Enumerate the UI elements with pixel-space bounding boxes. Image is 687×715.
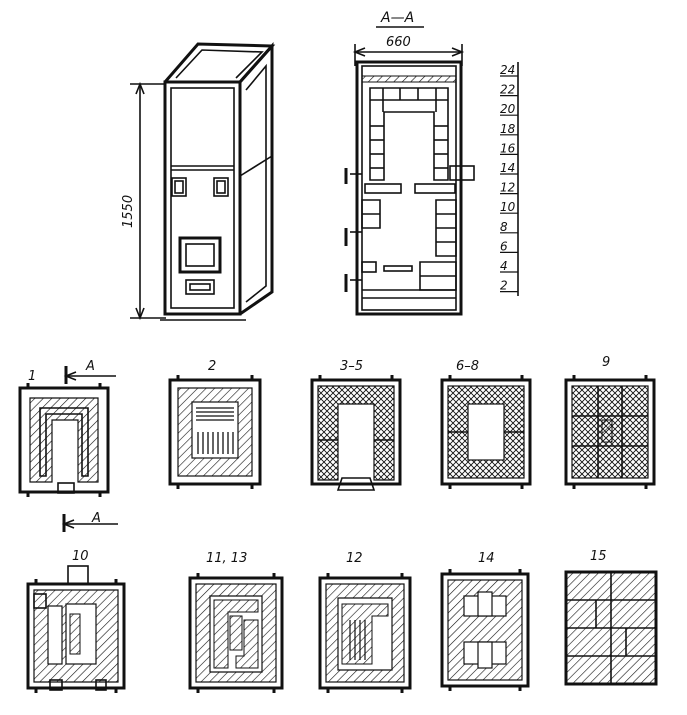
plan-14-label: 14	[478, 551, 495, 566]
row-tick-label: 16	[500, 141, 516, 155]
plan-15: 15	[564, 549, 658, 686]
stove-body	[160, 42, 276, 321]
plan-12: 12	[318, 551, 412, 693]
height-dimension: 1550	[121, 81, 166, 321]
plan-12-label: 12	[346, 551, 363, 566]
row-tick-label: 4	[500, 259, 508, 273]
row-tick-label: 18	[500, 122, 516, 136]
section-title: A—A	[380, 10, 414, 26]
plan-11-13: 11, 13	[188, 551, 284, 693]
plan-2-label: 2	[208, 359, 216, 374]
row-tick-label: 20	[500, 102, 516, 116]
upper-vent-left	[171, 177, 187, 197]
plan-9: 9	[564, 355, 656, 489]
row-tick-label: 2	[500, 279, 508, 293]
section-marker-1: A	[85, 359, 95, 374]
plan-11-13-label: 11, 13	[206, 551, 247, 566]
section-marker-2: A	[91, 511, 101, 526]
row-tick-label: 6	[500, 239, 508, 253]
row-tick-label: 12	[500, 181, 515, 195]
upper-vent-right	[213, 177, 229, 197]
plan-row-1: 1 A 2	[18, 355, 656, 497]
ash-door	[185, 279, 215, 295]
row-scale: 24 22 20 18 16 14 12 10 8 6 4 2	[500, 62, 519, 296]
plan-9-label: 9	[602, 355, 610, 370]
plan-1: 1 A	[18, 359, 116, 497]
width-dim-label: 660	[386, 35, 411, 50]
plan-10: 10	[26, 549, 126, 693]
height-dim-label: 1550	[121, 195, 136, 228]
plan-3-5: 3–5	[310, 359, 402, 491]
row-tick-label: 14	[500, 161, 515, 175]
section-view: A—A 660	[344, 10, 519, 316]
plan-10-label: 10	[72, 549, 89, 564]
plan-2: 2	[168, 359, 262, 489]
plan-6-8: 6–8	[440, 359, 532, 489]
section-body	[344, 60, 475, 316]
plan-15-label: 15	[590, 549, 607, 564]
row-tick-label: 10	[500, 200, 516, 214]
row-tick-label: 22	[500, 83, 515, 97]
plan-14: 14	[440, 551, 530, 691]
plan-1-label: 1	[28, 369, 36, 384]
plan-row-2: A 10 11, 13	[26, 511, 658, 693]
plan-6-8-label: 6–8	[456, 359, 479, 374]
row-tick-label: 8	[500, 220, 508, 234]
firebox-door	[178, 236, 222, 274]
plan-3-5-label: 3–5	[340, 359, 363, 374]
row-tick-label: 24	[500, 63, 515, 77]
stove-elevation: 1550	[121, 42, 276, 321]
